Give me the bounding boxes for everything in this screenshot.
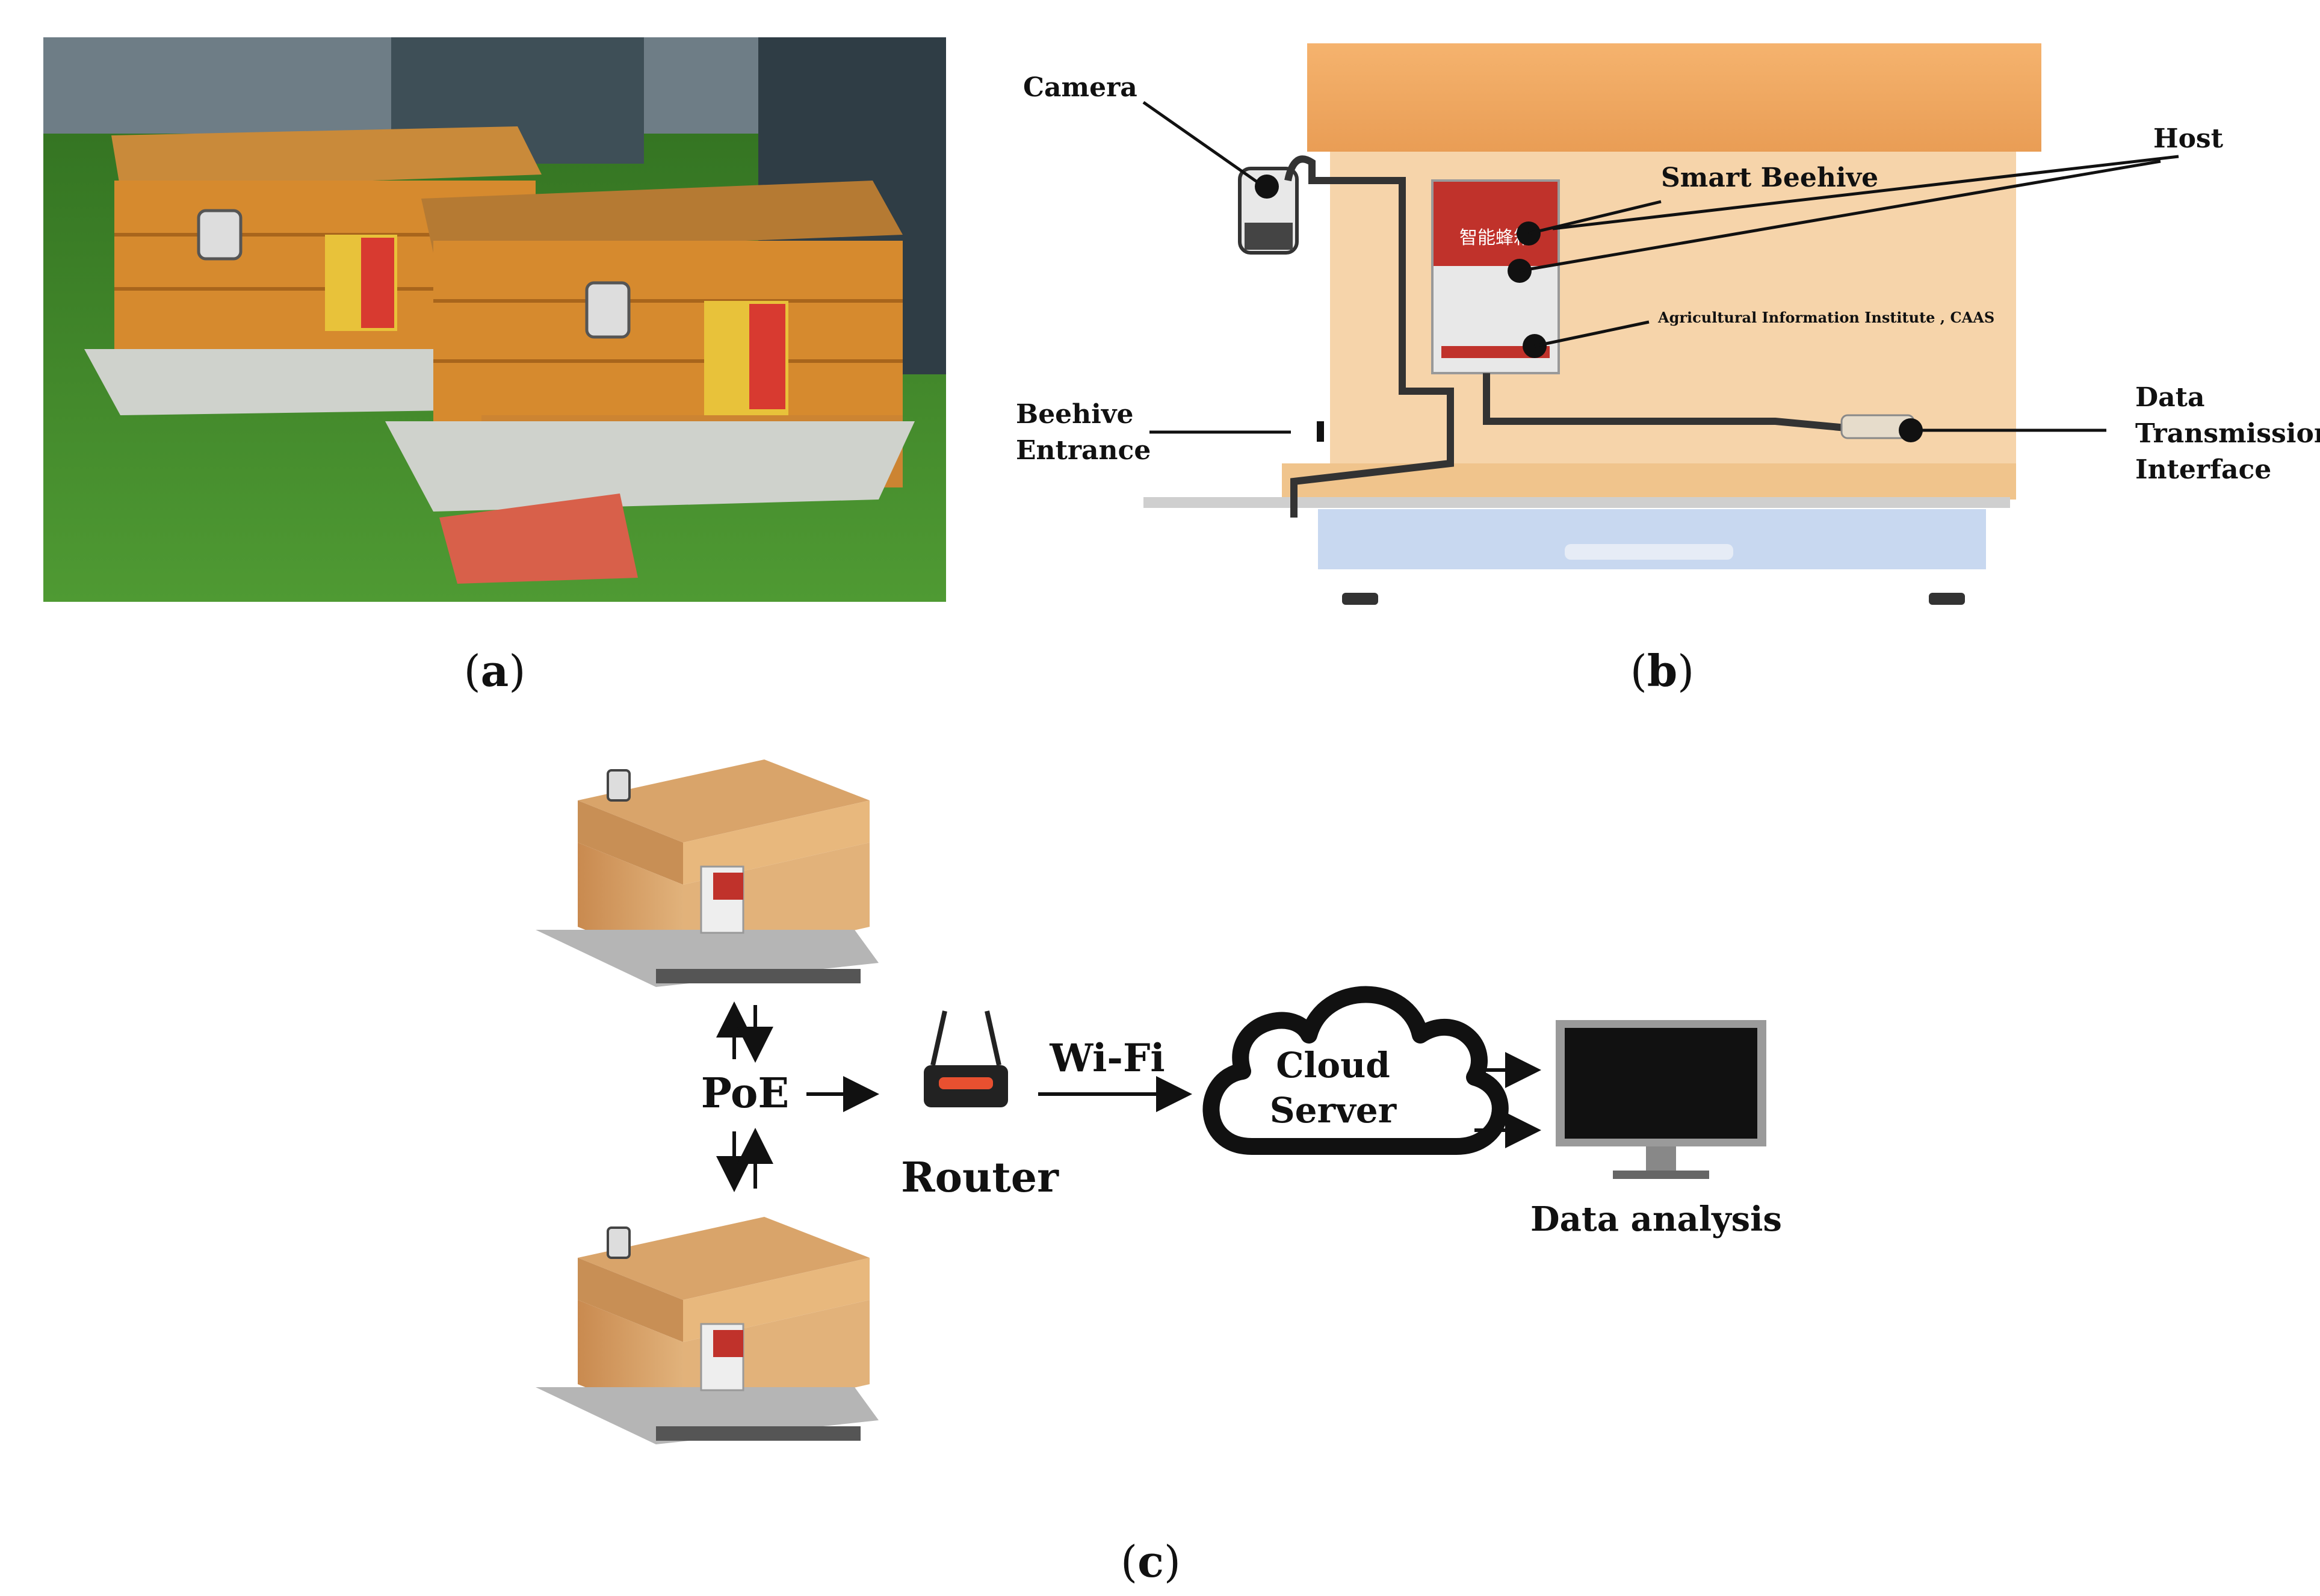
- landing-board: [1143, 497, 2010, 508]
- label-router: Router: [901, 1154, 1059, 1202]
- scale-foot-left: [1342, 593, 1378, 605]
- caption-c-letter: c: [1137, 1536, 1164, 1587]
- monitor-icon: [1556, 1020, 1766, 1179]
- cloud-icon: [1202, 986, 1509, 1155]
- caption-a: (a): [464, 645, 526, 696]
- scale-platform: [1318, 509, 1986, 569]
- data-cable: [1483, 373, 1872, 434]
- panel-b-schematic: 智能蜂箱: [1142, 43, 2179, 605]
- router-icon: [924, 1010, 1008, 1107]
- label-camera: Camera: [1023, 72, 1137, 103]
- label-poe: PoE: [701, 1069, 790, 1118]
- hive-right-photo: [385, 181, 915, 584]
- caption-c: (c): [1121, 1536, 1181, 1587]
- label-beehive-entrance-2: Entrance: [1016, 435, 1151, 466]
- caption-b-letter: b: [1647, 645, 1677, 696]
- entrance-slot: [1317, 421, 1324, 442]
- hive-lid: [1307, 43, 2041, 152]
- label-data-2: Transmission: [2135, 418, 2320, 449]
- label-institute: Agricultural Information Institute , CAA…: [1657, 309, 1994, 326]
- label-beehive-entrance-1: Beehive: [1016, 399, 1133, 430]
- panel-a-photo: [43, 37, 946, 602]
- label-data-1: Data: [2135, 382, 2205, 413]
- label-data-analysis: Data analysis: [1530, 1199, 1782, 1239]
- caption-b: (b): [1630, 645, 1695, 696]
- scale-foot-right: [1929, 593, 1965, 605]
- label-smart-beehive: Smart Beehive: [1661, 162, 1878, 193]
- camera-dot: [1255, 175, 1279, 199]
- label-cloud: Cloud: [1276, 1045, 1390, 1086]
- hive-bottom-render: [536, 1217, 879, 1444]
- label-wifi: Wi-Fi: [1049, 1036, 1165, 1081]
- label-host: Host: [2153, 123, 2224, 154]
- hive-top-render: [536, 759, 879, 987]
- label-server: Server: [1270, 1090, 1397, 1131]
- label-data-3: Interface: [2135, 454, 2271, 485]
- scale-handle: [1565, 544, 1733, 560]
- caption-a-letter: a: [481, 645, 509, 696]
- camera-cable: [1284, 155, 1454, 518]
